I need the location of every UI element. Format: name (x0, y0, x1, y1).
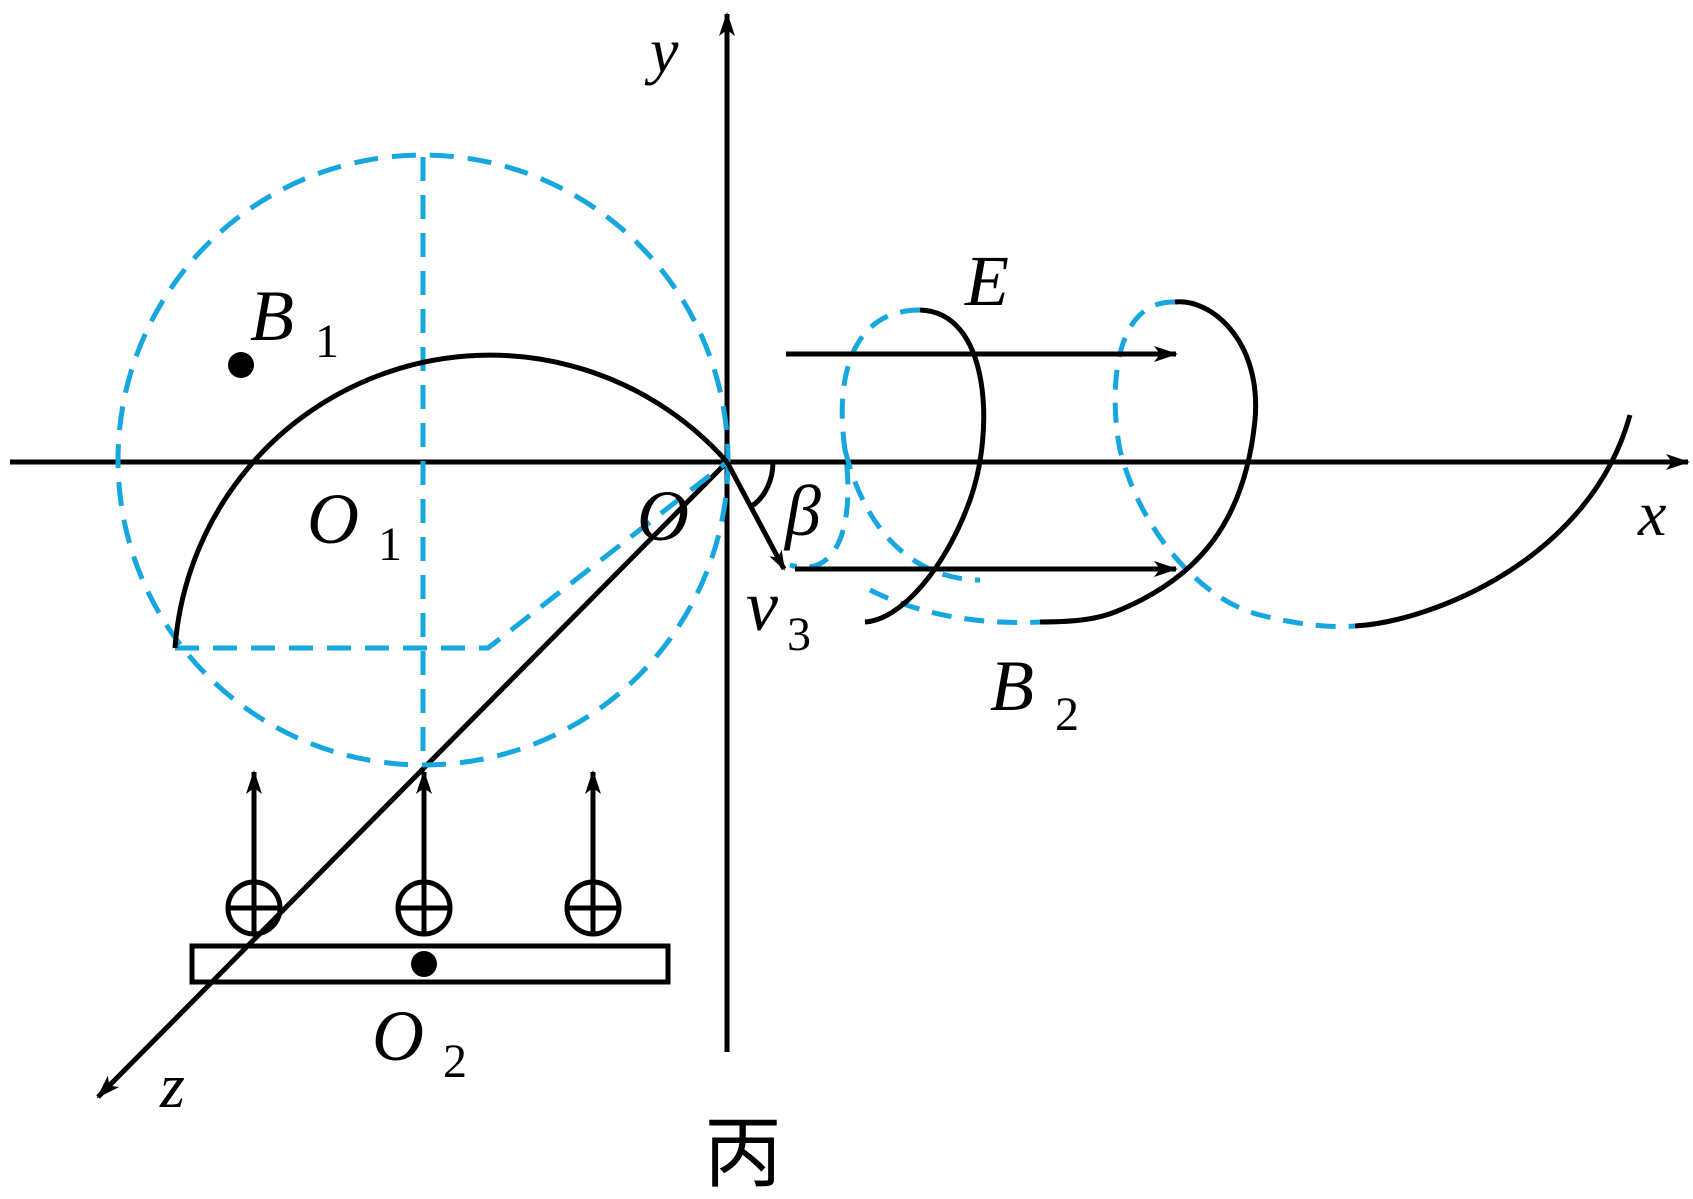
e-field-label: E (964, 241, 1009, 321)
emitter-left (225, 770, 283, 937)
o1-subscript: 1 (378, 518, 402, 571)
angle-beta-arc (750, 461, 776, 509)
helix-solid-parts (864, 299, 1633, 629)
velocity-label: v (746, 566, 778, 646)
b2-subscript: 2 (1055, 688, 1079, 741)
x-axis-label: x (1637, 478, 1666, 549)
figure-caption: 丙 (704, 1109, 782, 1194)
velocity-arrow (724, 460, 787, 571)
b2-label: B (990, 646, 1034, 726)
emitter-right (564, 770, 622, 937)
source-plate (189, 943, 671, 985)
o2-subscript: 2 (443, 1035, 467, 1088)
z-axis-label: z (159, 1050, 185, 1121)
b1-dot-icon (228, 352, 254, 378)
velocity-subscript: 3 (787, 608, 811, 661)
b1-subscript: 1 (315, 315, 339, 368)
o1-label: O (307, 479, 359, 559)
emitter-center (395, 770, 453, 937)
helix-dashed-parts (789, 299, 1356, 630)
angle-beta-label: β (783, 471, 821, 551)
y-axis-label: y (644, 15, 679, 86)
b1-label: B (250, 276, 294, 356)
z-axis (96, 460, 729, 1099)
o2-dot-icon (411, 951, 437, 977)
projection-dashed-path (175, 460, 729, 651)
o2-label: O (372, 996, 424, 1076)
b1-trajectory-arc (172, 352, 729, 649)
origin-label: O (637, 476, 689, 556)
